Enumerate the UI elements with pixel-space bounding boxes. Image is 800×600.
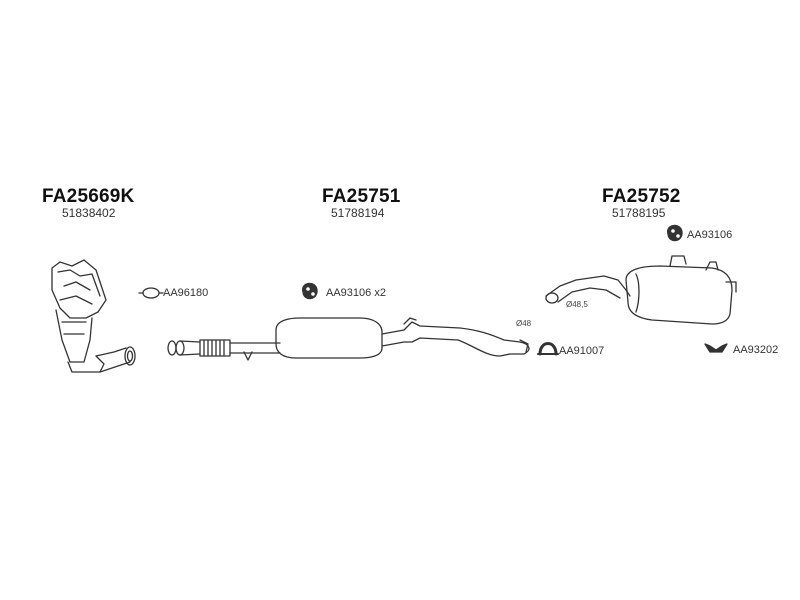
part-code-rear-silencer: FA25752 <box>602 186 681 207</box>
rear-pipe-diameter-label: Ø48,5 <box>566 300 588 309</box>
bracket-rear-label: AA93202 <box>733 344 779 356</box>
hanger-rear-label: AA93106 <box>687 229 733 241</box>
oe-number-middle-silencer: 51788194 <box>331 206 385 220</box>
front-pipe-drawing <box>167 339 281 361</box>
part-code-catalytic-converter: FA25669K <box>42 186 135 207</box>
clamp-rear-label: AA91007 <box>559 345 605 357</box>
hanger-mid-drawing <box>302 282 318 300</box>
mid-pipe-diameter-label: Ø48 <box>516 319 532 328</box>
clamp-front-drawing <box>138 287 164 299</box>
clamp-rear-drawing <box>537 342 559 356</box>
catalytic-converter-drawing <box>51 259 136 373</box>
middle-silencer-drawing <box>275 317 530 359</box>
hanger-rear-drawing <box>667 224 683 242</box>
oe-number-catalytic-converter: 51838402 <box>62 206 116 220</box>
hanger-mid-label: AA93106 x2 <box>326 287 386 299</box>
part-code-middle-silencer: FA25751 <box>322 186 401 207</box>
bracket-rear-drawing <box>704 343 728 353</box>
rear-silencer-drawing <box>545 255 737 325</box>
clamp-front-label: AA96180 <box>163 287 209 299</box>
oe-number-rear-silencer: 51788195 <box>612 206 666 220</box>
